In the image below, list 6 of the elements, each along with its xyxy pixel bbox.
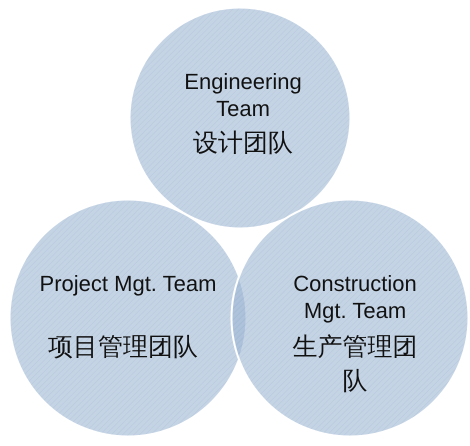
circle-subtitle: 设计团队 — [192, 128, 294, 159]
circle-subtitle: 生产管理团队 — [292, 332, 418, 397]
circle-title: Project Mgt. Team — [38, 270, 218, 297]
circle-title: Construction Mgt. Team — [292, 270, 418, 324]
circle-title: Engineering Team — [183, 68, 303, 122]
circle-subtitle: 项目管理团队 — [47, 332, 199, 363]
